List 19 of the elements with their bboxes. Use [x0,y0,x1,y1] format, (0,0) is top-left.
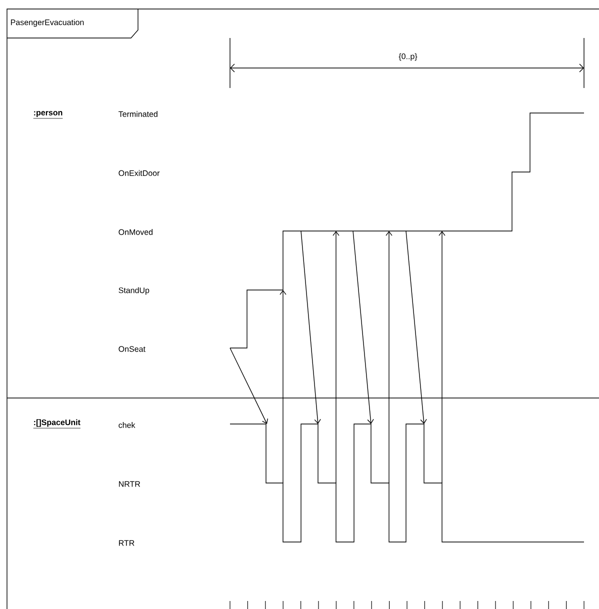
message-arrow [438,231,446,484]
state-label: Terminated [118,111,158,117]
message-arrow [386,231,392,484]
state-label: NRTR [119,481,140,487]
message-arrow [280,290,286,484]
lifeline-name: :[]SpaceUnit [33,419,81,428]
message-arrow [230,348,268,424]
state-label: chek [118,422,136,428]
lifeline-name: :person [33,111,63,119]
state-label: RTR [119,540,134,546]
state-label: OnExitDoor [118,170,160,176]
message-arrow [406,230,427,424]
state-label: OnMoved [118,229,153,235]
message-arrow [300,230,321,424]
duration-label: {0..p} [398,53,418,61]
message-arrow [352,230,374,424]
state-label: StandUp [118,287,150,295]
state-label: OnSeat [118,346,146,352]
message-arrow [332,231,340,484]
